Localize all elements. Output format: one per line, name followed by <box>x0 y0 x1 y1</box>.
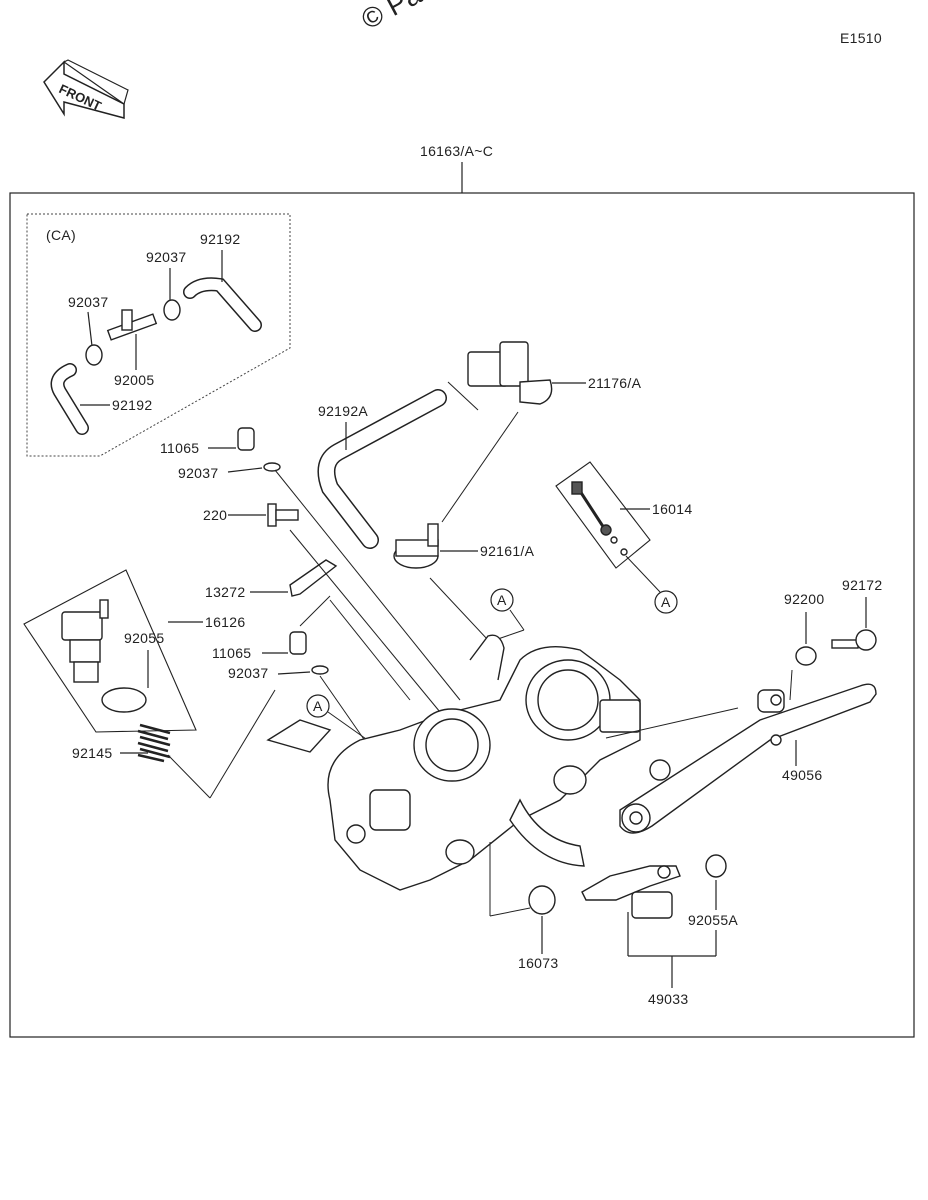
label-92200: 92200 <box>784 591 824 607</box>
label-11065-bottom: 11065 <box>212 645 251 661</box>
label-92005: 92005 <box>114 372 154 388</box>
label-11065-top: 11065 <box>160 440 199 456</box>
label-92161A: 92161/A <box>480 543 535 559</box>
ref-a-circle-1 <box>490 588 514 612</box>
oring-92055 <box>101 687 147 713</box>
fuel-rail-49056 <box>619 683 877 834</box>
label-49056: 49056 <box>782 767 822 783</box>
label-16126: 16126 <box>205 614 245 630</box>
bracket-13272 <box>289 559 338 597</box>
ref-a-label-2: A <box>661 594 671 610</box>
clamp-92037-b <box>85 344 103 366</box>
label-92192A: 92192A <box>318 403 368 419</box>
label-92192-top: 92192 <box>200 231 240 247</box>
watermark-text: © Partz <box>356 0 453 35</box>
throttle-body <box>266 634 641 891</box>
ref-a-circle-3 <box>306 694 330 718</box>
label-92145: 92145 <box>72 745 112 761</box>
label-92037-d: 92037 <box>228 665 268 681</box>
cap-11065-bottom <box>289 631 307 655</box>
label-21176A: 21176/A <box>588 375 642 391</box>
screw-16014 <box>571 481 628 556</box>
cap-11065-top <box>237 427 255 451</box>
sensor-box-16126 <box>23 569 197 733</box>
assembly-frame <box>9 192 915 1038</box>
label-16014: 16014 <box>652 501 692 517</box>
clamp-92037-a <box>163 299 181 321</box>
ca-group-box <box>26 213 291 457</box>
label-92055A: 92055A <box>688 912 738 928</box>
ref-a-label-1: A <box>497 592 507 608</box>
bolt-92172 <box>831 629 877 651</box>
label-49033: 49033 <box>648 991 688 1007</box>
diagram-code: E1510 <box>840 30 882 46</box>
washer-92200 <box>795 646 817 666</box>
label-ca: (CA) <box>46 227 76 243</box>
label-16163: 16163/A~C <box>420 143 493 159</box>
kit-box-16014 <box>555 461 651 569</box>
joint-92005 <box>106 309 158 341</box>
label-13272: 13272 <box>205 584 245 600</box>
valve-92161A <box>393 523 439 569</box>
label-16073: 16073 <box>518 955 558 971</box>
front-arrow-icon: FRONT <box>43 59 129 119</box>
hose-92192-top <box>183 277 262 332</box>
ref-a-circle-2 <box>654 590 678 614</box>
seal-16073 <box>528 885 556 915</box>
clamp-92037-d <box>311 665 329 675</box>
label-92172: 92172 <box>842 577 882 593</box>
spring-92145 <box>137 723 171 763</box>
bolt-220 <box>267 503 299 527</box>
sensor-16126 <box>61 599 109 683</box>
label-92192-bottom: 92192 <box>112 397 152 413</box>
label-92055: 92055 <box>124 630 164 646</box>
ref-a-label-3: A <box>313 698 323 714</box>
label-92037-a: 92037 <box>146 249 186 265</box>
hose-92192-bottom <box>50 363 89 435</box>
oring-92055A <box>705 854 727 878</box>
label-92037-c: 92037 <box>178 465 218 481</box>
label-220: 220 <box>203 507 227 523</box>
clamp-92037-c <box>263 462 281 472</box>
sensor-21176A <box>467 341 553 405</box>
label-92037-b: 92037 <box>68 294 108 310</box>
hose-92192A <box>317 389 447 549</box>
injector-49033 <box>581 865 681 919</box>
